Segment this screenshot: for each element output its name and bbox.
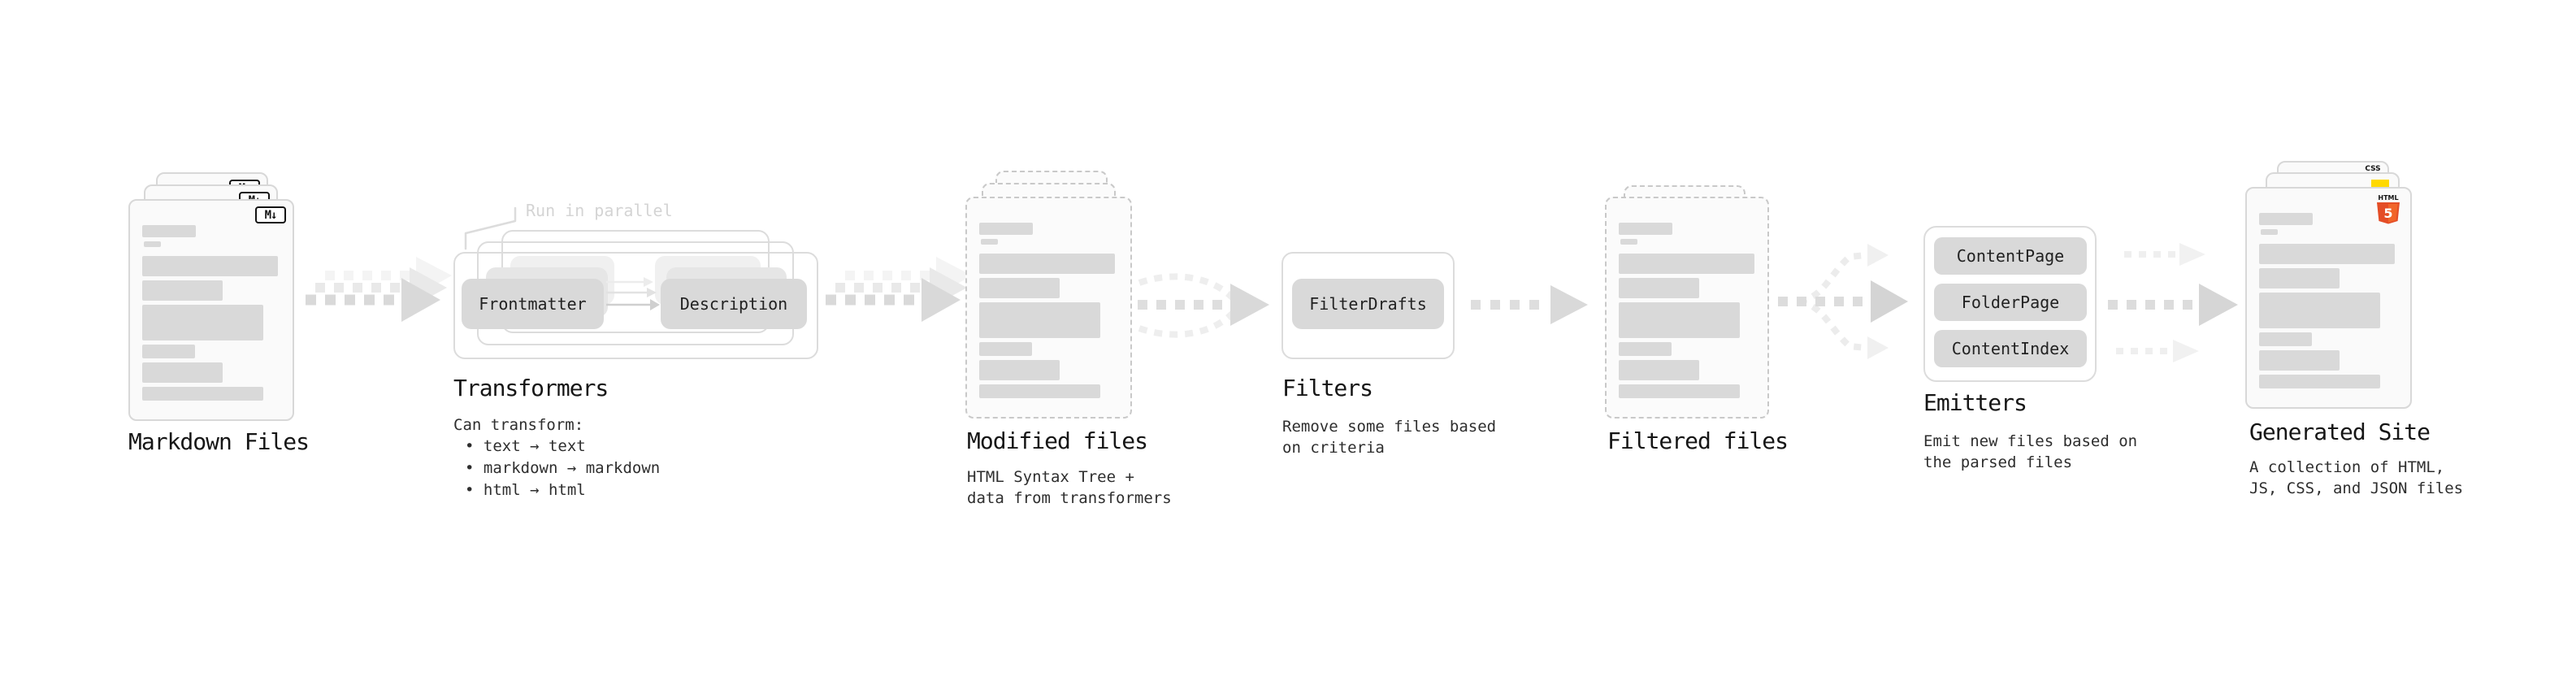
flow-arrow-stacked bbox=[306, 257, 452, 322]
bullet-item: • markdown → markdown bbox=[465, 459, 661, 477]
transformer-box-front bbox=[453, 252, 818, 359]
stage-title: Filtered files bbox=[1607, 427, 1789, 454]
flow-arrow-converge bbox=[1138, 273, 1269, 338]
placeholder-bar bbox=[2261, 229, 2278, 235]
bullet-item: • text → text bbox=[465, 437, 586, 455]
subtitle-line: on criteria bbox=[1282, 439, 1385, 457]
file-card-front: M↓ bbox=[128, 199, 294, 421]
stage-subtitle: Remove some files based on criteria bbox=[1282, 416, 1496, 458]
placeholder-bar bbox=[142, 256, 278, 276]
placeholder-bar bbox=[1619, 278, 1699, 298]
placeholder-bar bbox=[2259, 350, 2340, 371]
js-icon bbox=[2371, 180, 2389, 187]
placeholder-bar bbox=[1620, 239, 1637, 245]
subtitle-line: A collection of HTML, bbox=[2249, 458, 2445, 476]
flow-arrow-fanout bbox=[1778, 244, 1908, 359]
flow-arrow-stacked bbox=[826, 257, 972, 322]
stage-title: Transformers bbox=[453, 375, 609, 401]
file-card-html: HTML 5 bbox=[2245, 187, 2412, 409]
placeholder-bar bbox=[1619, 342, 1672, 356]
annotation-run-in-parallel: Run in parallel bbox=[526, 201, 673, 220]
placeholder-bar bbox=[142, 345, 195, 358]
stage-title: Generated Site bbox=[2249, 419, 2431, 445]
filters-box bbox=[1281, 252, 1455, 359]
chip-contentpage: ContentPage bbox=[1934, 237, 2087, 275]
svg-text:HTML: HTML bbox=[2378, 194, 2398, 202]
chip-arrows bbox=[606, 277, 660, 310]
file-card-front bbox=[1605, 197, 1769, 419]
placeholder-bar bbox=[979, 302, 1100, 338]
placeholder-bar bbox=[2259, 213, 2313, 225]
flow-arrow bbox=[1471, 285, 1588, 324]
html5-icon: HTML 5 bbox=[2377, 194, 2400, 224]
placeholder-bar bbox=[1619, 254, 1754, 274]
annotation-callout-line bbox=[464, 206, 517, 250]
stage-title: Emitters bbox=[1923, 389, 2027, 416]
placeholder-bar bbox=[979, 223, 1033, 235]
placeholder-bar bbox=[1619, 384, 1740, 398]
stage-subtitle: Can transform: bbox=[453, 416, 584, 434]
placeholder-bar bbox=[142, 280, 223, 301]
placeholder-bar bbox=[142, 305, 263, 340]
placeholder-bar bbox=[979, 254, 1115, 274]
chip-description: Description bbox=[661, 279, 807, 329]
css-icon-label: CSS bbox=[2365, 165, 2381, 173]
stage-subtitle: Emit new files based on the parsed files bbox=[1923, 431, 2137, 473]
stage-title: Modified files bbox=[967, 427, 1148, 454]
stage-title: Filters bbox=[1282, 375, 1373, 401]
stage-title: Markdown Files bbox=[128, 428, 310, 455]
chip-filterdrafts: FilterDrafts bbox=[1292, 279, 1444, 329]
subtitle-line: Remove some files based bbox=[1282, 418, 1497, 436]
subtitle-line: data from transformers bbox=[967, 489, 1172, 507]
placeholder-bar bbox=[979, 342, 1032, 356]
placeholder-bar bbox=[1619, 302, 1740, 338]
placeholder-bar bbox=[979, 384, 1100, 398]
transform-bullet-list: • text → text • markdown → markdown • ht… bbox=[465, 436, 660, 501]
placeholder-bar bbox=[142, 362, 223, 383]
placeholder-bar bbox=[2259, 244, 2395, 264]
subtitle-line: the parsed files bbox=[1923, 453, 2073, 471]
chip-folderpage: FolderPage bbox=[1934, 284, 2087, 321]
placeholder-bar bbox=[2259, 332, 2312, 346]
placeholder-bar bbox=[981, 239, 998, 245]
placeholder-bar bbox=[2259, 268, 2340, 288]
placeholder-bar bbox=[2259, 293, 2380, 328]
chip-contentindex: ContentIndex bbox=[1934, 330, 2087, 367]
placeholder-bar bbox=[142, 387, 263, 401]
placeholder-bar bbox=[1619, 223, 1672, 235]
placeholder-bar bbox=[979, 278, 1060, 298]
subtitle-line: JS, CSS, and JSON files bbox=[2249, 479, 2464, 497]
markdown-icon: M↓ bbox=[255, 206, 286, 223]
chip-frontmatter: Frontmatter bbox=[462, 279, 604, 329]
placeholder-bar bbox=[2259, 375, 2380, 388]
emitters-box bbox=[1923, 226, 2097, 382]
placeholder-bar bbox=[1619, 360, 1699, 380]
subtitle-line: Emit new files based on bbox=[1923, 432, 2138, 450]
svg-text:5: 5 bbox=[2383, 206, 2392, 221]
placeholder-bar bbox=[144, 241, 161, 247]
file-card-front bbox=[965, 197, 1132, 419]
subtitle-line: HTML Syntax Tree + bbox=[967, 468, 1134, 486]
flow-arrow-triple bbox=[2108, 243, 2238, 362]
stage-subtitle: HTML Syntax Tree + data from transformer… bbox=[967, 466, 1172, 509]
stage-subtitle: A collection of HTML, JS, CSS, and JSON … bbox=[2249, 457, 2463, 499]
placeholder-bar bbox=[142, 225, 196, 237]
placeholder-bar bbox=[979, 360, 1060, 380]
bullet-item: • html → html bbox=[465, 481, 586, 499]
